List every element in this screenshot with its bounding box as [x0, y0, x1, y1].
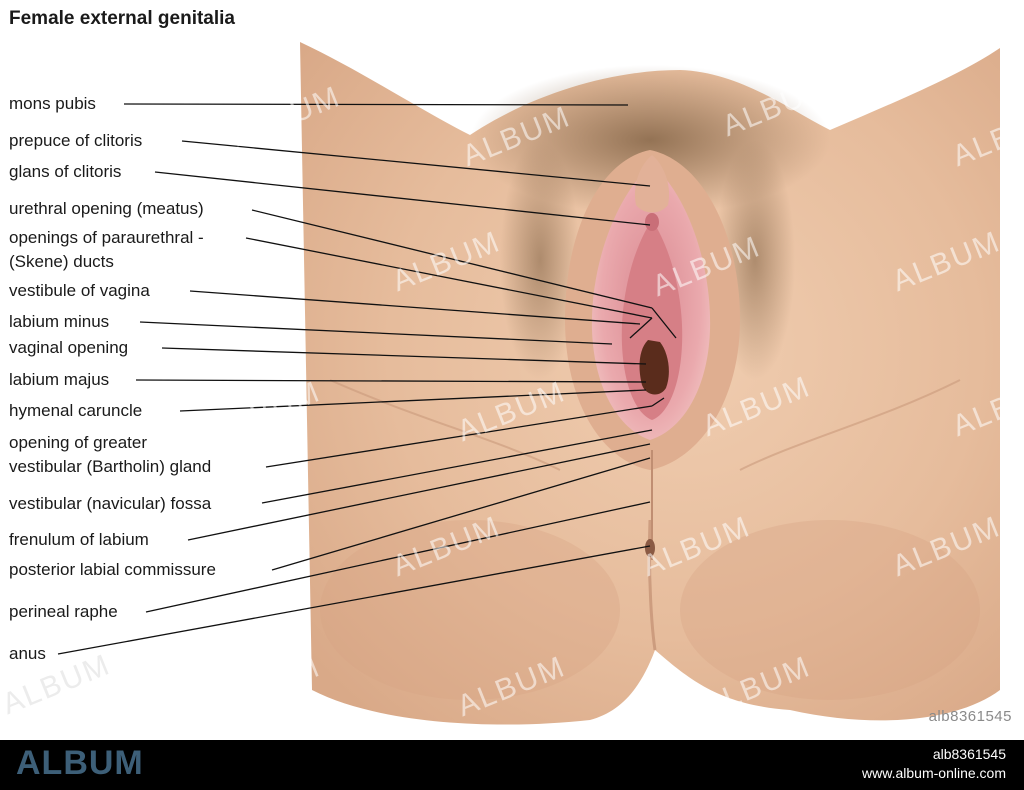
brand-logo: ALBUM [16, 744, 144, 782]
label-anus: anus [9, 644, 46, 663]
label-vestibule-of-vagina: vestibule of vagina [9, 281, 150, 300]
left-buttock-shadow [320, 520, 620, 700]
footer-bar: ALBUM alb8361545 www.album-online.com [0, 740, 1024, 790]
left-thigh-fold [329, 379, 561, 471]
footer-url[interactable]: www.album-online.com [862, 765, 1006, 781]
anus-shape [645, 539, 655, 557]
pubic-hair-left [500, 140, 580, 380]
clitoral-hood [634, 155, 670, 213]
right-thigh-fold [739, 379, 961, 471]
label-opening-of-greater: opening of greater [9, 433, 147, 452]
label-frenulum-of-labium: frenulum of labium [9, 530, 149, 549]
anatomy-illustration [57, 42, 1000, 725]
label-bartholin-gland: vestibular (Bartholin) gland [9, 457, 212, 476]
vaginal-opening-shape [639, 340, 669, 395]
label-posterior-labial-commissure: posterior labial commissure [9, 560, 216, 579]
label-prepuce-of-clitoris: prepuce of clitoris [9, 131, 143, 150]
image-code: alb8361545 [928, 708, 1012, 725]
footer-image-id: alb8361545 [932, 746, 1006, 762]
leader-lines [57, 103, 677, 655]
label-navicular-fossa: vestibular (navicular) fossa [9, 494, 212, 513]
label-glans-of-clitoris: glans of clitoris [9, 162, 122, 181]
right-buttock-shadow [680, 520, 980, 700]
label-mons-pubis: mons pubis [9, 94, 96, 113]
glans [645, 213, 659, 231]
diagram-title: Female external genitalia [9, 8, 235, 29]
label-labium-majus: labium majus [9, 370, 110, 389]
diagram-area: Female external genitalia mons pubis pre… [0, 8, 1012, 725]
label-vaginal-opening: vaginal opening [9, 338, 129, 357]
label-labium-minus: labium minus [9, 312, 110, 331]
label-paraurethral-openings: openings of paraurethral - [9, 228, 204, 247]
label-urethral-opening: urethral opening (meatus) [9, 199, 204, 218]
label-perineal-raphe: perineal raphe [9, 602, 118, 621]
label-skene-ducts: (Skene) ducts [9, 252, 114, 271]
label-hymenal-caruncle: hymenal caruncle [9, 401, 143, 420]
